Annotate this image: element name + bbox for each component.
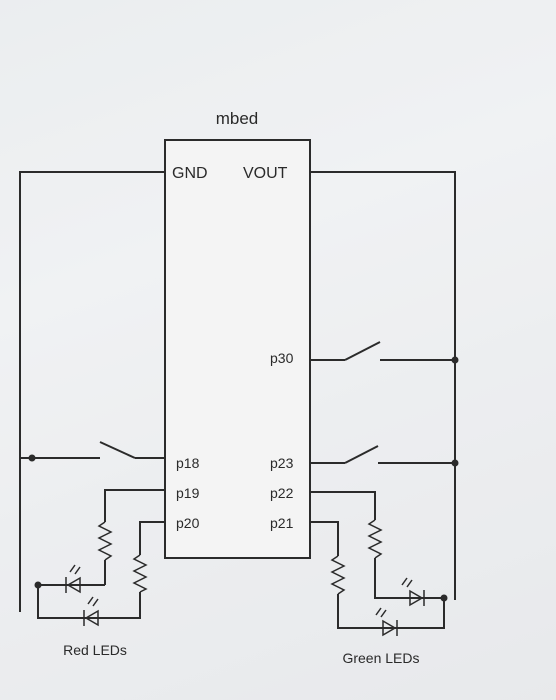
p21-wire <box>310 521 339 556</box>
pin-gnd-label: GND <box>172 165 208 182</box>
p30-switch <box>344 341 381 361</box>
green-led-2-wire <box>337 594 445 629</box>
p23-switch <box>344 445 379 464</box>
p20-wire <box>139 521 165 555</box>
pin-p23-label: p23 <box>270 455 294 471</box>
resistor-green-1 <box>367 519 383 559</box>
chip-title: mbed <box>216 109 259 128</box>
mbed-chip <box>164 139 311 559</box>
junction-p18 <box>28 454 36 462</box>
red-led-2 <box>83 596 99 627</box>
resistor-red-2 <box>132 554 148 593</box>
pin-p20-label: p20 <box>176 515 200 531</box>
p19-wire <box>104 489 165 522</box>
gnd-rail <box>19 171 165 612</box>
red-led-2-wire <box>37 585 141 619</box>
red-led-1 <box>65 564 81 594</box>
green-led-1 <box>401 577 425 607</box>
green-leds-label: Green LEDs <box>342 650 419 666</box>
resistor-green-2 <box>330 555 346 595</box>
pin-p21-label: p21 <box>270 515 294 531</box>
p22-wire <box>310 491 376 520</box>
junction-p30 <box>451 356 459 364</box>
red-leds-label: Red LEDs <box>63 642 127 658</box>
junction-p23 <box>451 459 459 467</box>
p18-switch <box>99 441 136 459</box>
pin-p30-label: p30 <box>270 350 294 366</box>
green-led-2 <box>375 607 398 637</box>
pin-p19-label: p19 <box>176 485 200 501</box>
vout-rail <box>310 171 456 600</box>
pin-vout-label: VOUT <box>243 165 288 182</box>
pin-p18-label: p18 <box>176 455 200 471</box>
pin-p22-label: p22 <box>270 485 294 501</box>
resistor-red-1 <box>97 521 113 561</box>
